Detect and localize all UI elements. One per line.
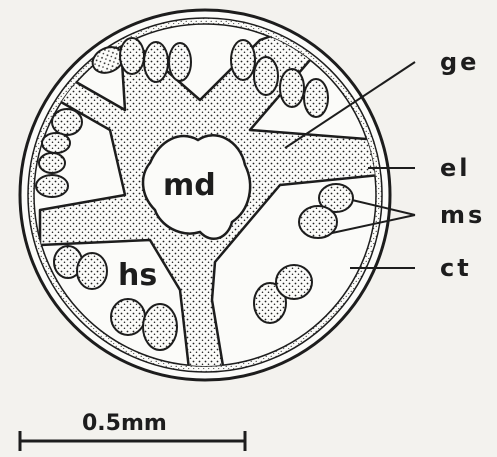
label-hs: hs: [118, 258, 157, 293]
label-ct: ct: [440, 254, 472, 282]
cell: [39, 153, 65, 173]
cell: [52, 109, 82, 135]
label-ms: ms: [440, 201, 485, 229]
cell: [254, 57, 278, 95]
cell: [111, 299, 145, 335]
cell: [77, 253, 107, 289]
cell: [36, 175, 68, 197]
cell: [276, 265, 312, 299]
cell: [299, 206, 337, 238]
cell: [169, 43, 191, 81]
label-md: md: [163, 168, 216, 203]
cell: [144, 42, 168, 82]
cell: [231, 40, 255, 80]
label-el: el: [440, 154, 471, 182]
cell: [120, 38, 144, 74]
cell: [280, 69, 304, 107]
cell: [42, 133, 70, 153]
cell: [143, 304, 177, 350]
scale-bar-label: 0.5mm: [82, 411, 167, 436]
cell: [304, 79, 328, 117]
label-ge: ge: [440, 48, 479, 76]
